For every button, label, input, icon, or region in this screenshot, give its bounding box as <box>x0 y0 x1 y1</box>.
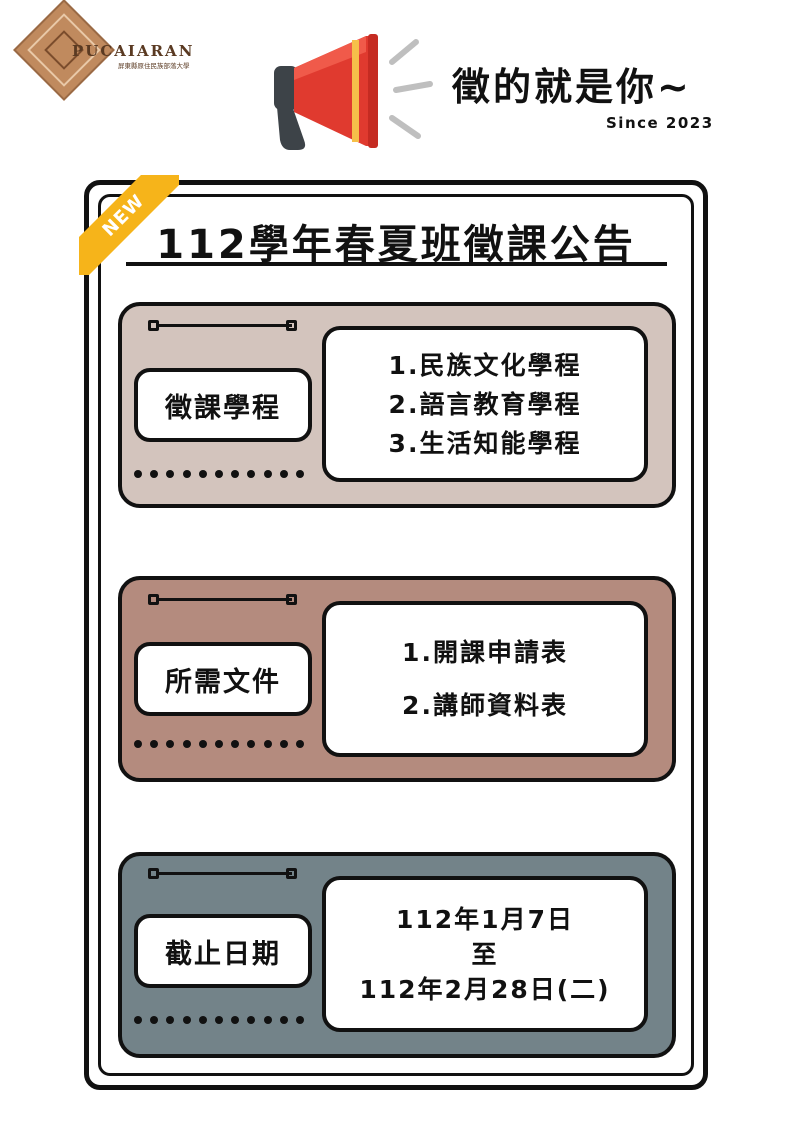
deadline-to: 至 <box>471 939 499 969</box>
deadline-start: 112年1月7日 <box>396 904 574 934</box>
section-label-courses: 徵課學程 <box>134 368 312 442</box>
logo-subtitle: 屏東縣原住民族部落大學 <box>118 62 190 70</box>
course-item: 1.民族文化學程 <box>388 350 582 380</box>
course-item: 3.生活知能學程 <box>388 428 582 458</box>
megaphone-icon <box>274 34 433 150</box>
document-item: 1.開課申請表 <box>402 638 568 667</box>
decor-square <box>148 594 159 605</box>
decor-line <box>158 872 292 875</box>
decor-square <box>148 868 159 879</box>
poster-frame-inner <box>98 194 694 1076</box>
section-label-deadline: 截止日期 <box>134 914 312 988</box>
title-underline <box>126 262 667 266</box>
logo-name: PUCAIARAN <box>72 42 195 60</box>
decor-dots <box>134 470 304 478</box>
document-item: 2.講師資料表 <box>402 691 568 720</box>
decor-square <box>148 320 159 331</box>
course-item: 2.語言教育學程 <box>388 389 582 419</box>
section-label-documents: 所需文件 <box>134 642 312 716</box>
deadline-end: 112年2月28日(二) <box>359 974 611 1004</box>
decor-dots <box>134 740 304 748</box>
section-content-deadline: 112年1月7日 至 112年2月28日(二) <box>322 876 648 1032</box>
poster-title: 112學年春夏班徵課公告 <box>156 222 636 268</box>
decor-square <box>286 594 297 605</box>
since-text: Since 2023 <box>606 114 714 132</box>
decor-dots <box>134 1016 304 1024</box>
section-content-courses: 1.民族文化學程 2.語言教育學程 3.生活知能學程 <box>322 326 648 482</box>
decor-line <box>158 598 292 601</box>
decor-line <box>158 324 292 327</box>
headline: 徵的就是你~ <box>452 65 692 109</box>
decor-square <box>286 320 297 331</box>
decor-square <box>286 868 297 879</box>
section-content-documents: 1.開課申請表 2.講師資料表 <box>322 601 648 757</box>
